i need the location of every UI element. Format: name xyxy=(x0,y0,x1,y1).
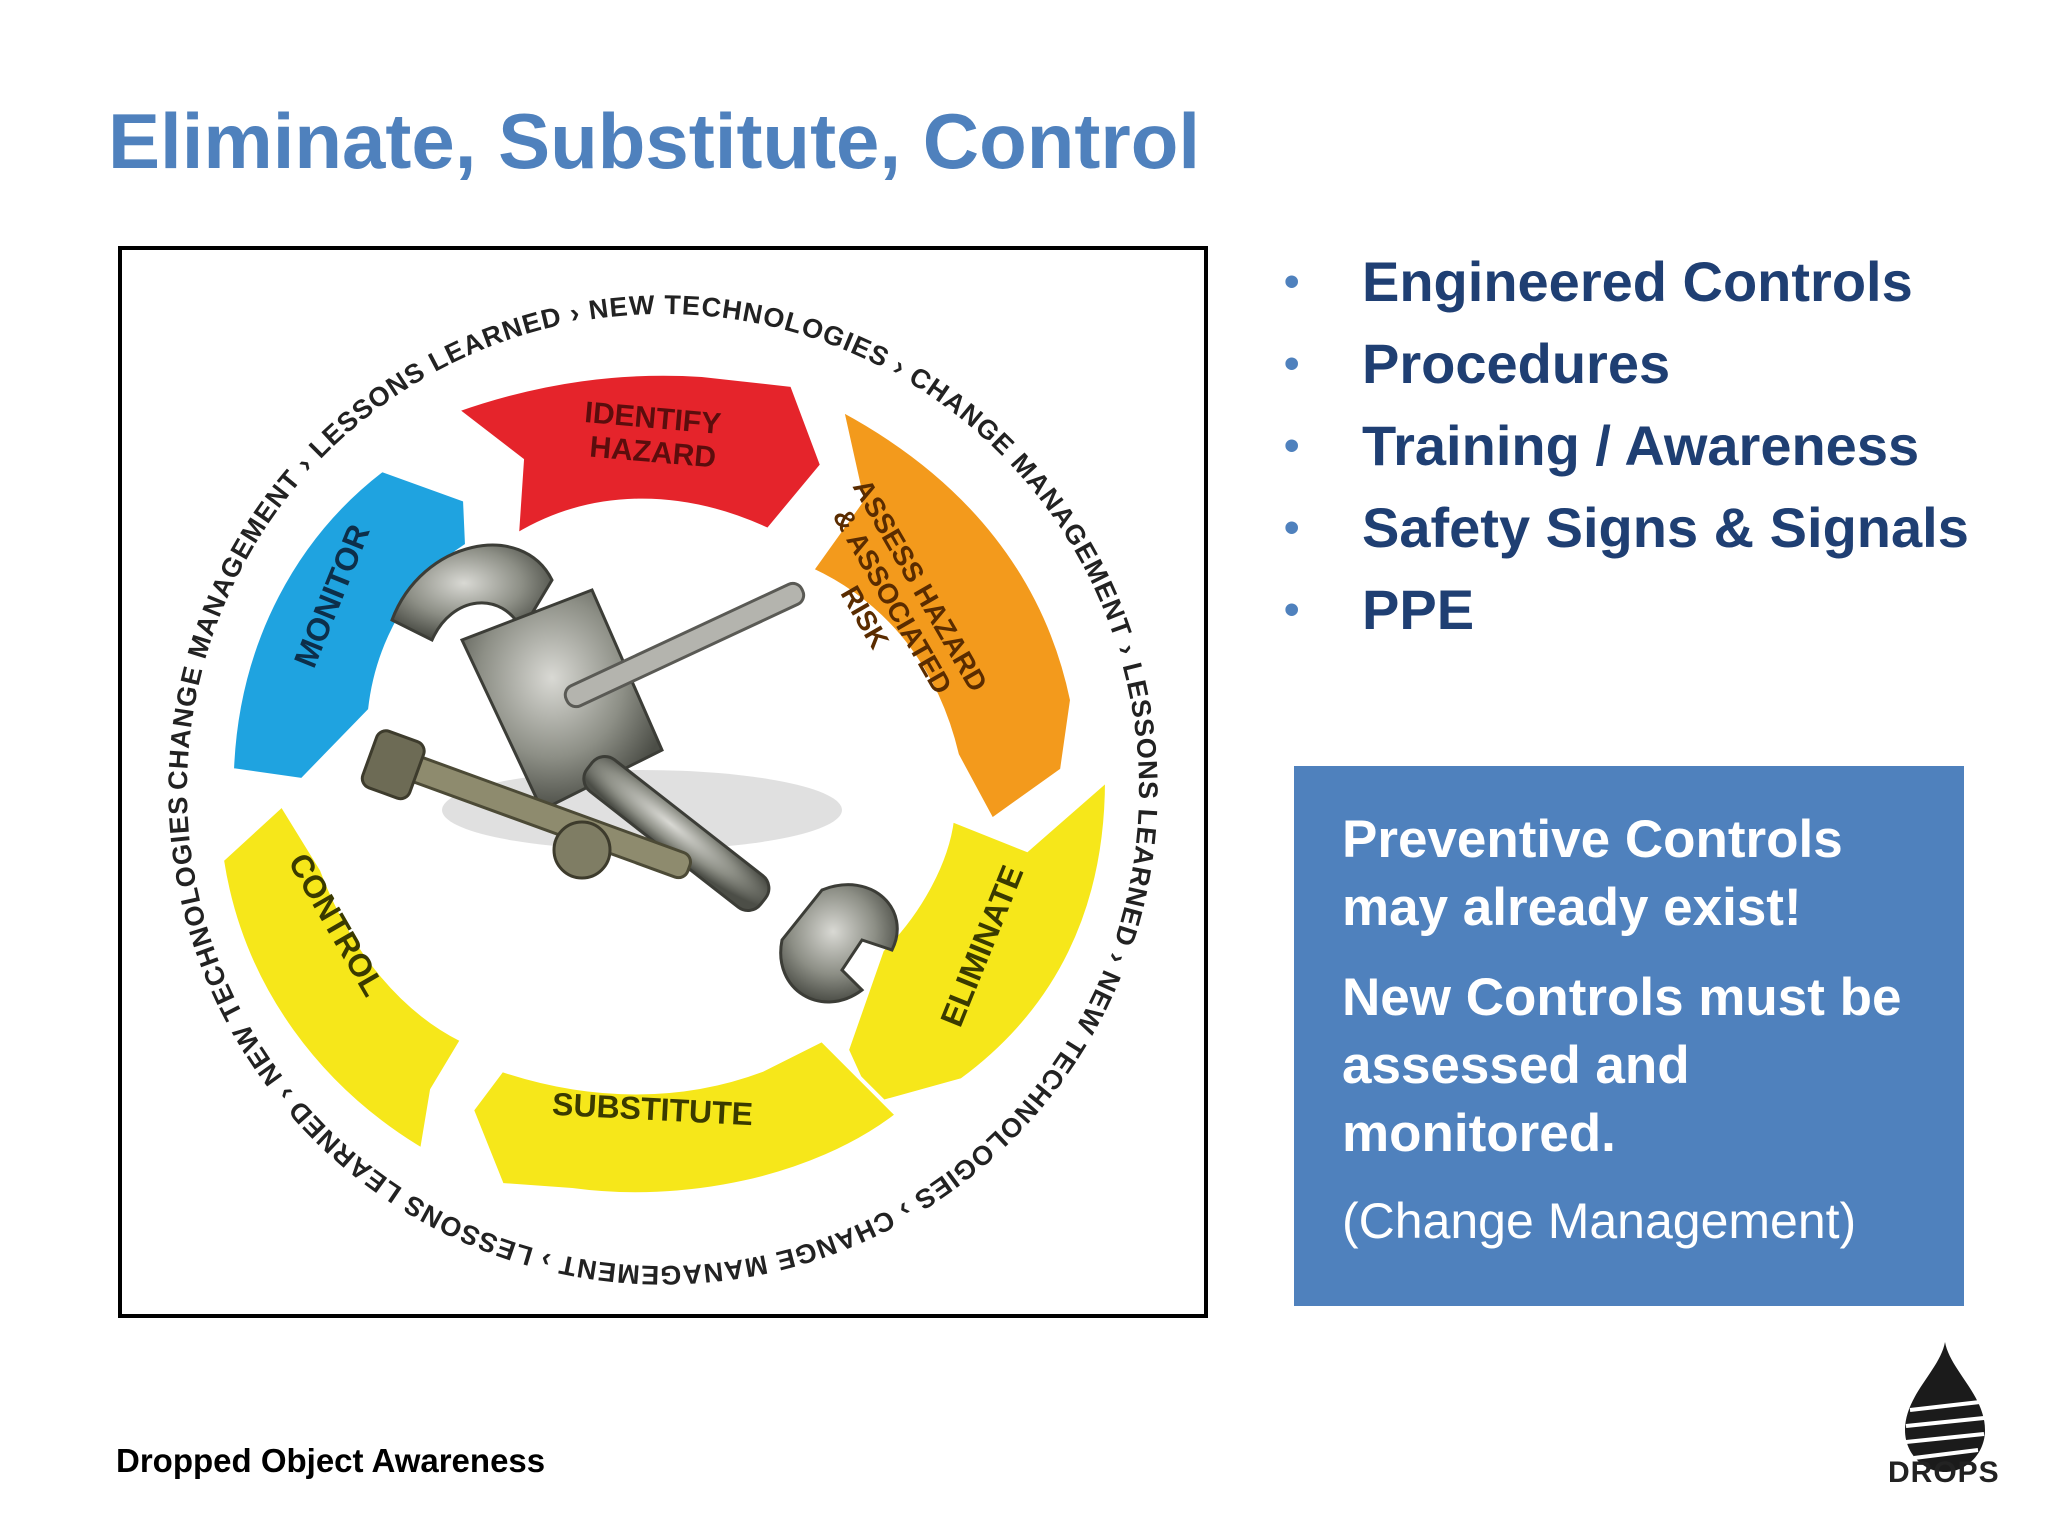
eliminate-arrow xyxy=(844,775,1110,1108)
scaffold-clamp-image xyxy=(360,543,899,1004)
identify-arrow xyxy=(452,371,825,539)
bullet-text: Training / Awareness xyxy=(1362,414,1920,477)
bullet-dot-icon: • xyxy=(1284,421,1300,470)
callout-box: Preventive Controls may already exist! N… xyxy=(1294,766,1964,1306)
footer-text: Dropped Object Awareness xyxy=(116,1442,546,1479)
bullet-dot-icon: • xyxy=(1284,585,1300,634)
bullet-text: Procedures xyxy=(1362,332,1671,395)
bullet-item: • PPE xyxy=(1280,576,2020,644)
callout-line-3: (Change Management) xyxy=(1342,1193,1857,1249)
substitute-arrow xyxy=(469,1037,901,1197)
bullet-text: Safety Signs & Signals xyxy=(1362,496,1969,559)
bullet-item: • Engineered Controls xyxy=(1280,248,2020,316)
drops-logo-icon xyxy=(1905,1342,1985,1472)
logo-text: DROPS xyxy=(1888,1456,2000,1489)
hazard-cycle-figure: CHANGE MANAGEMENT › LESSONS LEARNED › NE… xyxy=(118,246,1208,1318)
callout-line-2: New Controls must be assessed and monito… xyxy=(1342,968,1902,1163)
page-title: Eliminate, Substitute, Control xyxy=(108,97,1201,185)
callout-line-1: Preventive Controls may already exist! xyxy=(1342,810,1843,937)
bullet-text: PPE xyxy=(1362,578,1475,641)
bullet-text: Engineered Controls xyxy=(1362,250,1913,313)
bullet-item: • Procedures xyxy=(1280,330,2020,398)
bullet-item: • Safety Signs & Signals xyxy=(1280,494,2020,562)
control-arrow xyxy=(219,801,465,1154)
assess-arrow xyxy=(808,406,1075,823)
monitor-arrow xyxy=(229,467,470,783)
bullet-dot-icon: • xyxy=(1284,339,1300,388)
hazard-cycle-diagram: CHANGE MANAGEMENT › LESSONS LEARNED › NE… xyxy=(122,250,1162,1290)
bullet-dot-icon: • xyxy=(1284,257,1300,306)
bullet-dot-icon: • xyxy=(1284,503,1300,552)
bullet-item: • Training / Awareness xyxy=(1280,412,2020,480)
bullet-list: • Engineered Controls • Procedures • Traini… xyxy=(1280,248,2020,658)
